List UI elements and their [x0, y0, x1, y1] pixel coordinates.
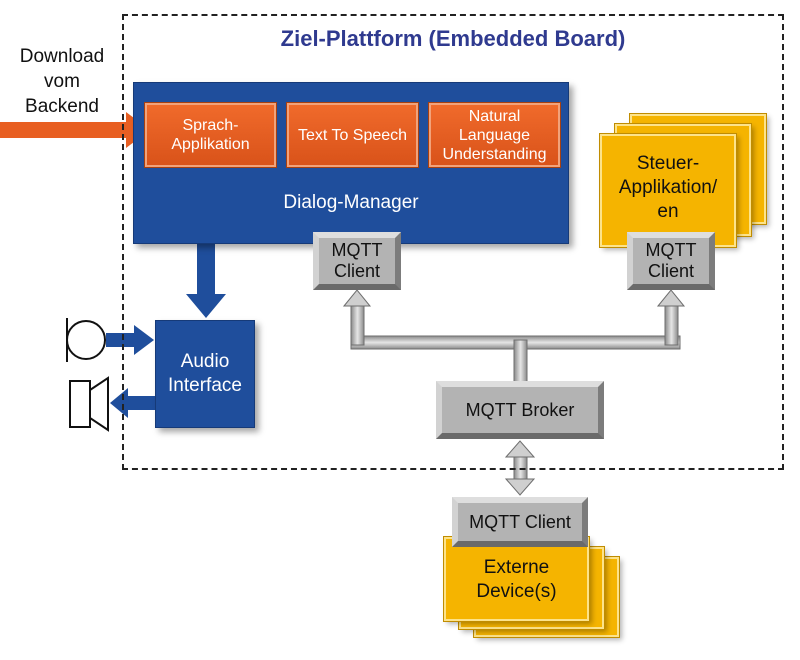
dialog-manager-mqtt-client: MQTT Client: [313, 232, 401, 290]
download-label: Download vom Backend: [19, 46, 105, 117]
control-app-label: Steuer- Applikation/ en: [618, 153, 718, 222]
control-app-card-front: [599, 133, 737, 248]
external-devices-label: Externe Device(s): [476, 557, 557, 602]
platform-title: Ziel-Plattform (Embedded Board): [280, 26, 626, 51]
speech-application-box: Sprach- Applikation: [144, 102, 277, 168]
speaker-icon: [69, 376, 109, 432]
dialog-manager-label: Dialog-Manager: [283, 192, 419, 213]
external-mqtt-client: MQTT Client: [452, 497, 588, 547]
mic-audio-arrow: [106, 325, 154, 355]
target-platform-frame: [122, 14, 784, 470]
external-device-card-front: [443, 536, 590, 622]
control-app-mqtt-client: MQTT Client: [627, 232, 715, 290]
nlu-box: Natural Language Understanding: [428, 102, 561, 168]
dm-audio-arrow: [186, 244, 226, 318]
microphone-icon: [66, 318, 106, 362]
mqtt-bus: [342, 289, 686, 385]
audio-interface-box: Audio Interface: [155, 320, 255, 428]
text-to-speech-box: Text To Speech: [286, 102, 419, 168]
mqtt-broker-box: MQTT Broker: [436, 381, 604, 439]
